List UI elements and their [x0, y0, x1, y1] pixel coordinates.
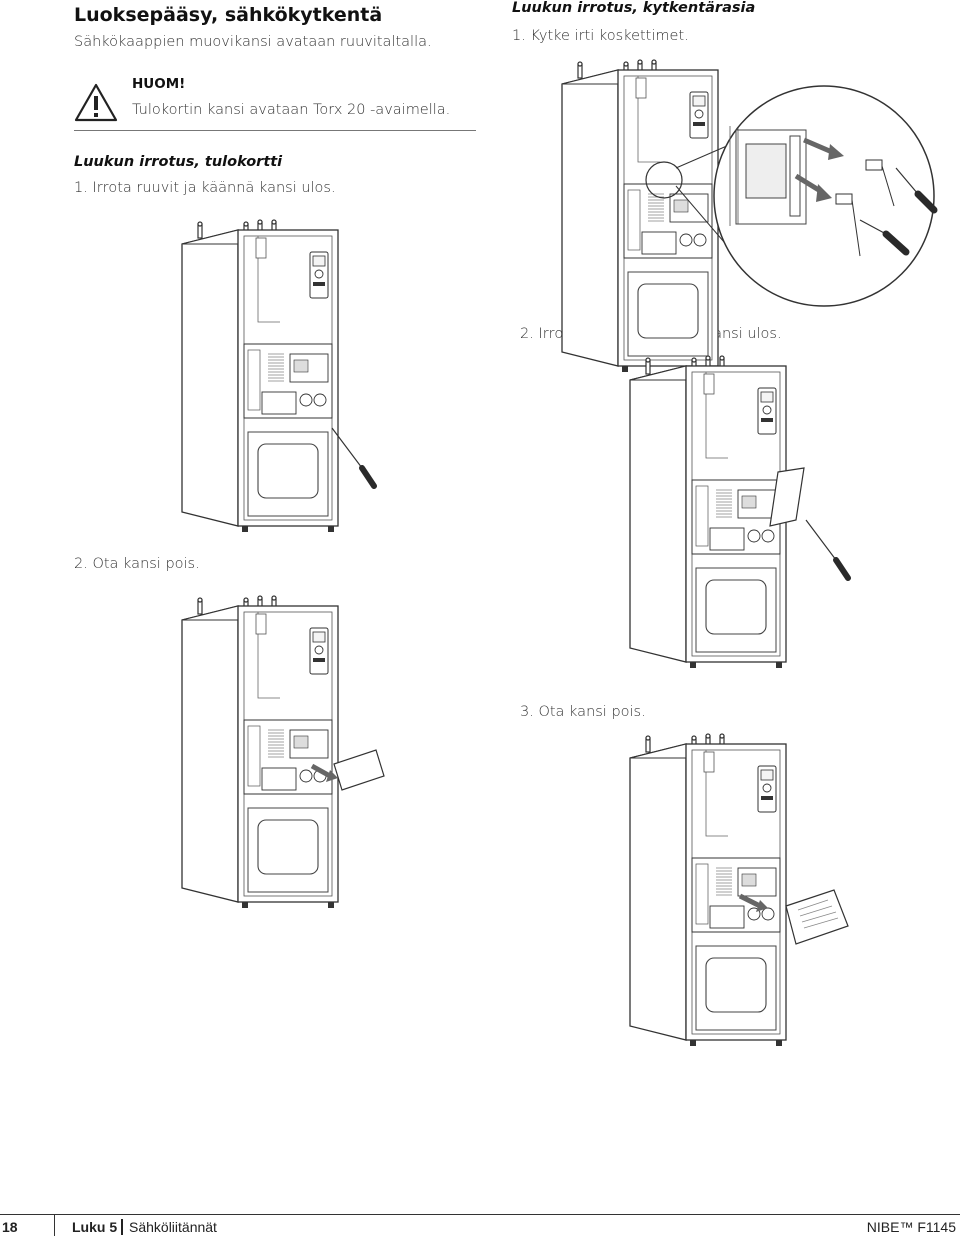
right-section-title: Luukun irrotus, kytkentärasia — [512, 0, 756, 16]
note-text: Tulokortin kansi avataan Torx 20 -avaime… — [132, 102, 451, 118]
chapter-label: Luku 5 — [72, 1219, 118, 1235]
product-name: NIBE™ F1145 — [866, 1219, 956, 1235]
right-step-1: 1. Kytke irti koskettimet. — [512, 28, 689, 44]
heat-pump-illustration-right-3 — [629, 733, 849, 1047]
page-number: 18 — [2, 1219, 18, 1235]
arrow-icon — [738, 893, 762, 909]
connector-icon — [835, 159, 883, 205]
heat-pump-illustration-left-2 — [181, 595, 385, 909]
arrow-icon — [803, 137, 833, 155]
heat-pump-illustration-right-2 — [629, 355, 828, 669]
left-section-title: Luukun irrotus, tulokortti — [74, 154, 283, 170]
page-heading: Luoksepääsy, sähkökytkentä — [74, 4, 383, 26]
footer-rule — [0, 1214, 960, 1215]
screwdriver-icon — [859, 219, 910, 256]
screwdriver-icon — [895, 167, 938, 214]
note-box: HUOM! Tulokortin kansi avataan Torx 20 -… — [74, 72, 476, 131]
chapter-title: Sähköliitännät — [129, 1219, 217, 1235]
right-step-3: 3. Ota kansi pois. — [520, 704, 646, 720]
heat-pump-illustration-right-1 — [561, 59, 938, 373]
footer-divider — [54, 1214, 55, 1236]
arrow-icon — [310, 763, 332, 779]
screwdriver-icon — [806, 520, 848, 578]
note-title: HUOM! — [132, 76, 186, 92]
chapter-separator — [121, 1219, 123, 1235]
intro-text: Sähkökaappien muovikansi avataan ruuvita… — [74, 34, 432, 50]
left-step-1: 1. Irrota ruuvit ja käännä kansi ulos. — [74, 180, 336, 196]
warning-icon — [74, 83, 118, 122]
heat-pump-illustration-left-1 — [181, 219, 360, 533]
left-step-2: 2. Ota kansi pois. — [74, 556, 200, 572]
